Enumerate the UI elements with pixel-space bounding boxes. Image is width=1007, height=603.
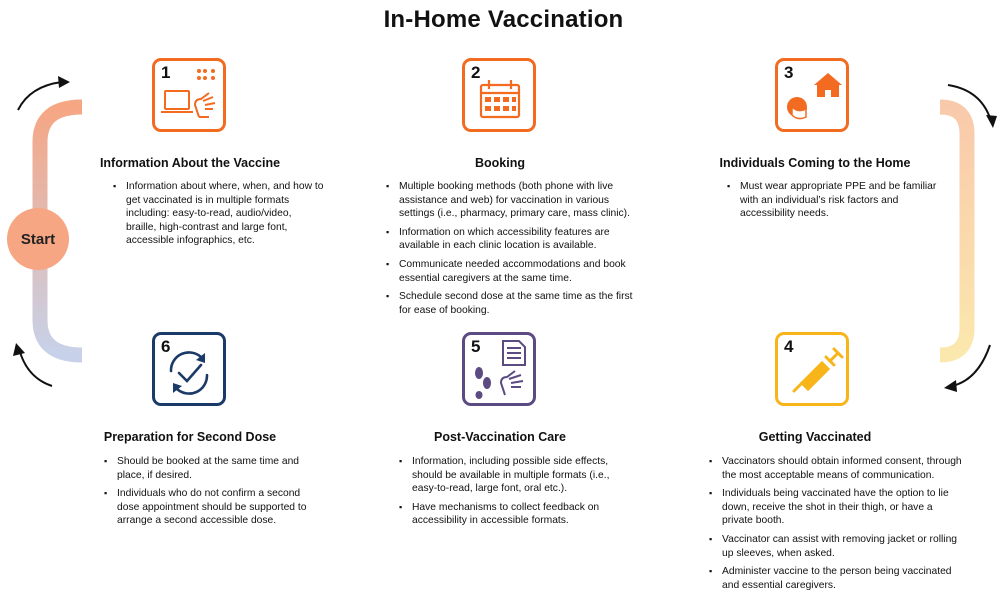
step-1-box: 1 [152, 58, 226, 132]
refresh-check-icon [169, 351, 209, 395]
step-6-bullets: Should be booked at the same time and pl… [103, 455, 317, 533]
bullet-item: Individuals who do not confirm a second … [104, 487, 317, 528]
bullet-item: Schedule second dose at the same time as… [386, 290, 647, 317]
bullet-item: Individuals being vaccinated have the op… [709, 487, 962, 528]
step-2-heading: Booking [475, 156, 525, 170]
step-3-heading: Individuals Coming to the Home [719, 156, 911, 170]
bullet-item: Have mechanisms to collect feedback on a… [399, 501, 634, 528]
bullet-item: Vaccinator can assist with removing jack… [709, 533, 962, 560]
step-number: 6 [161, 337, 171, 356]
bullet-item: Must wear appropriate PPE and be familia… [727, 180, 940, 221]
calendar-icon [479, 80, 521, 119]
step-6-box: 6 [152, 332, 226, 406]
bullet-item: Information about where, when, and how t… [113, 180, 324, 248]
bullet-item: Information, including possible side eff… [399, 455, 634, 496]
page-title: In-Home Vaccination [383, 6, 624, 33]
step-3-bullets: Must wear appropriate PPE and be familia… [726, 180, 940, 226]
step-2-box: 2 [462, 58, 536, 132]
bullet-item: Multiple booking methods (both phone wit… [386, 180, 647, 221]
document-footprints-sign-language-icon [475, 340, 526, 399]
step-4-heading: Getting Vaccinated [758, 430, 872, 444]
step-5-heading: Post-Vaccination Care [434, 430, 566, 444]
step-1-heading: Information About the Vaccine [99, 156, 281, 170]
bullet-item: Information on which accessibility featu… [386, 226, 647, 253]
step-2-bullets: Multiple booking methods (both phone wit… [385, 180, 647, 322]
laptop-braille-sign-language-icon [161, 69, 216, 118]
step-4-box: 4 [775, 332, 849, 406]
bullet-item: Communicate needed accommodations and bo… [386, 258, 647, 285]
bullet-item: Vaccinators should obtain informed conse… [709, 455, 962, 482]
step-number: 1 [161, 63, 171, 82]
start-node: Start [7, 208, 69, 270]
masked-person-home-icon [787, 73, 842, 120]
step-5-box: 5 [462, 332, 536, 406]
step-number: 4 [784, 337, 794, 356]
step-number: 2 [471, 63, 481, 82]
step-5-bullets: Information, including possible side eff… [398, 455, 634, 533]
step-number: 3 [784, 63, 794, 82]
step-1-bullets: Information about where, when, and how t… [112, 180, 324, 253]
bullet-item: Administer vaccine to the person being v… [709, 565, 962, 592]
step-6-heading: Preparation for Second Dose [103, 430, 277, 444]
syringe-icon [792, 347, 844, 393]
bullet-item: Should be booked at the same time and pl… [104, 455, 317, 482]
step-4-bullets: Vaccinators should obtain informed conse… [708, 455, 962, 597]
step-3-box: 3 [775, 58, 849, 132]
step-number: 5 [471, 337, 481, 356]
